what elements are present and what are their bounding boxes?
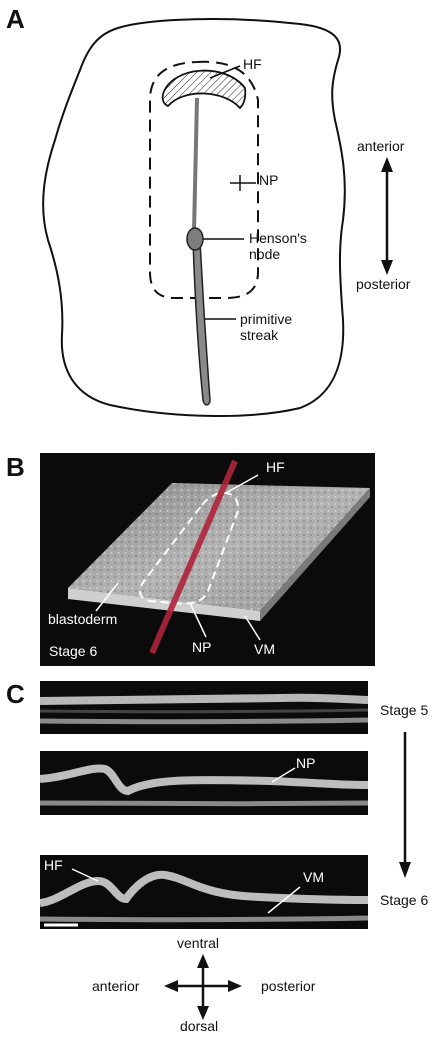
panel-b-letter: B <box>6 452 25 482</box>
section-render-3 <box>40 868 368 927</box>
panel-c-letter: C <box>6 679 25 709</box>
vm-label-c: VM <box>303 869 324 885</box>
hf-leader-b <box>225 474 259 494</box>
vm-band-2 <box>40 800 368 807</box>
neural-plate-outline <box>149 60 259 299</box>
posterior-label-a: posterior <box>356 276 411 292</box>
np-label-c: NP <box>296 755 316 771</box>
orient-arrow-right <box>228 980 242 992</box>
section-plane-line <box>149 459 238 655</box>
np-leader-c <box>271 767 296 783</box>
posterior-label-c: posterior <box>261 978 316 994</box>
orient-arrow-up <box>197 954 209 968</box>
hensons-label-line1: Henson's <box>249 230 307 246</box>
stage-arrow-head <box>399 862 411 878</box>
embryo-outline <box>42 18 346 417</box>
vm-label-b: VM <box>254 641 275 657</box>
section-image-stage5 <box>40 681 368 734</box>
epiblast-band-2 <box>40 764 368 796</box>
epiblast-band-1 <box>40 693 368 705</box>
hensons-label-line2: node <box>249 246 281 262</box>
np-label-b: NP <box>192 639 212 655</box>
surface-render <box>68 459 370 655</box>
hf-leader-a <box>209 65 241 79</box>
hf-leader-c <box>71 868 99 882</box>
hf-label-a: HF <box>243 56 262 72</box>
section-render-2 <box>40 764 368 807</box>
stage5-label: Stage 5 <box>380 702 429 718</box>
hf-label-b: HF <box>266 459 285 475</box>
vm-band-1 <box>40 717 368 725</box>
np-label-a: NP <box>259 172 279 188</box>
anterior-label-a: anterior <box>357 138 405 154</box>
vm-band-3 <box>40 915 368 923</box>
section-image-mid: NP <box>40 751 368 815</box>
panel-a-letter: A <box>6 4 25 34</box>
notochord-line <box>192 97 199 233</box>
slab-side <box>260 488 370 621</box>
streak-label-line1: primitive <box>240 311 293 327</box>
ventral-label: ventral <box>177 935 220 951</box>
vm-leader-c <box>267 886 301 914</box>
ap-arrow-head-top <box>381 157 393 172</box>
section-render-1 <box>40 693 368 725</box>
stage6-label: Stage 6 <box>380 892 429 908</box>
mid-band-1 <box>40 708 368 714</box>
blastoderm-leader <box>95 582 119 612</box>
head-fold-shape <box>161 69 247 110</box>
stage-label-b: Stage 6 <box>49 643 98 659</box>
orient-arrow-down <box>197 1006 209 1020</box>
streak-label-line2: streak <box>240 327 279 343</box>
orient-arrow-left <box>164 980 178 992</box>
dorsal-label: dorsal <box>180 1018 219 1034</box>
vm-leader-b <box>244 615 261 641</box>
surface-texture <box>68 483 370 611</box>
section-image-stage6: HF VM <box>40 855 368 929</box>
primitive-streak-shape <box>192 239 211 406</box>
np-leader-b <box>189 602 207 638</box>
hf-label-c: HF <box>44 857 63 873</box>
blastoderm-label: blastoderm <box>48 611 118 627</box>
ap-arrow-head-bottom <box>381 260 393 275</box>
slab-edge <box>68 588 260 621</box>
stage6-surface-image: HF blastoderm NP VM Stage 6 <box>40 453 375 666</box>
anterior-label-c: anterior <box>92 978 140 994</box>
